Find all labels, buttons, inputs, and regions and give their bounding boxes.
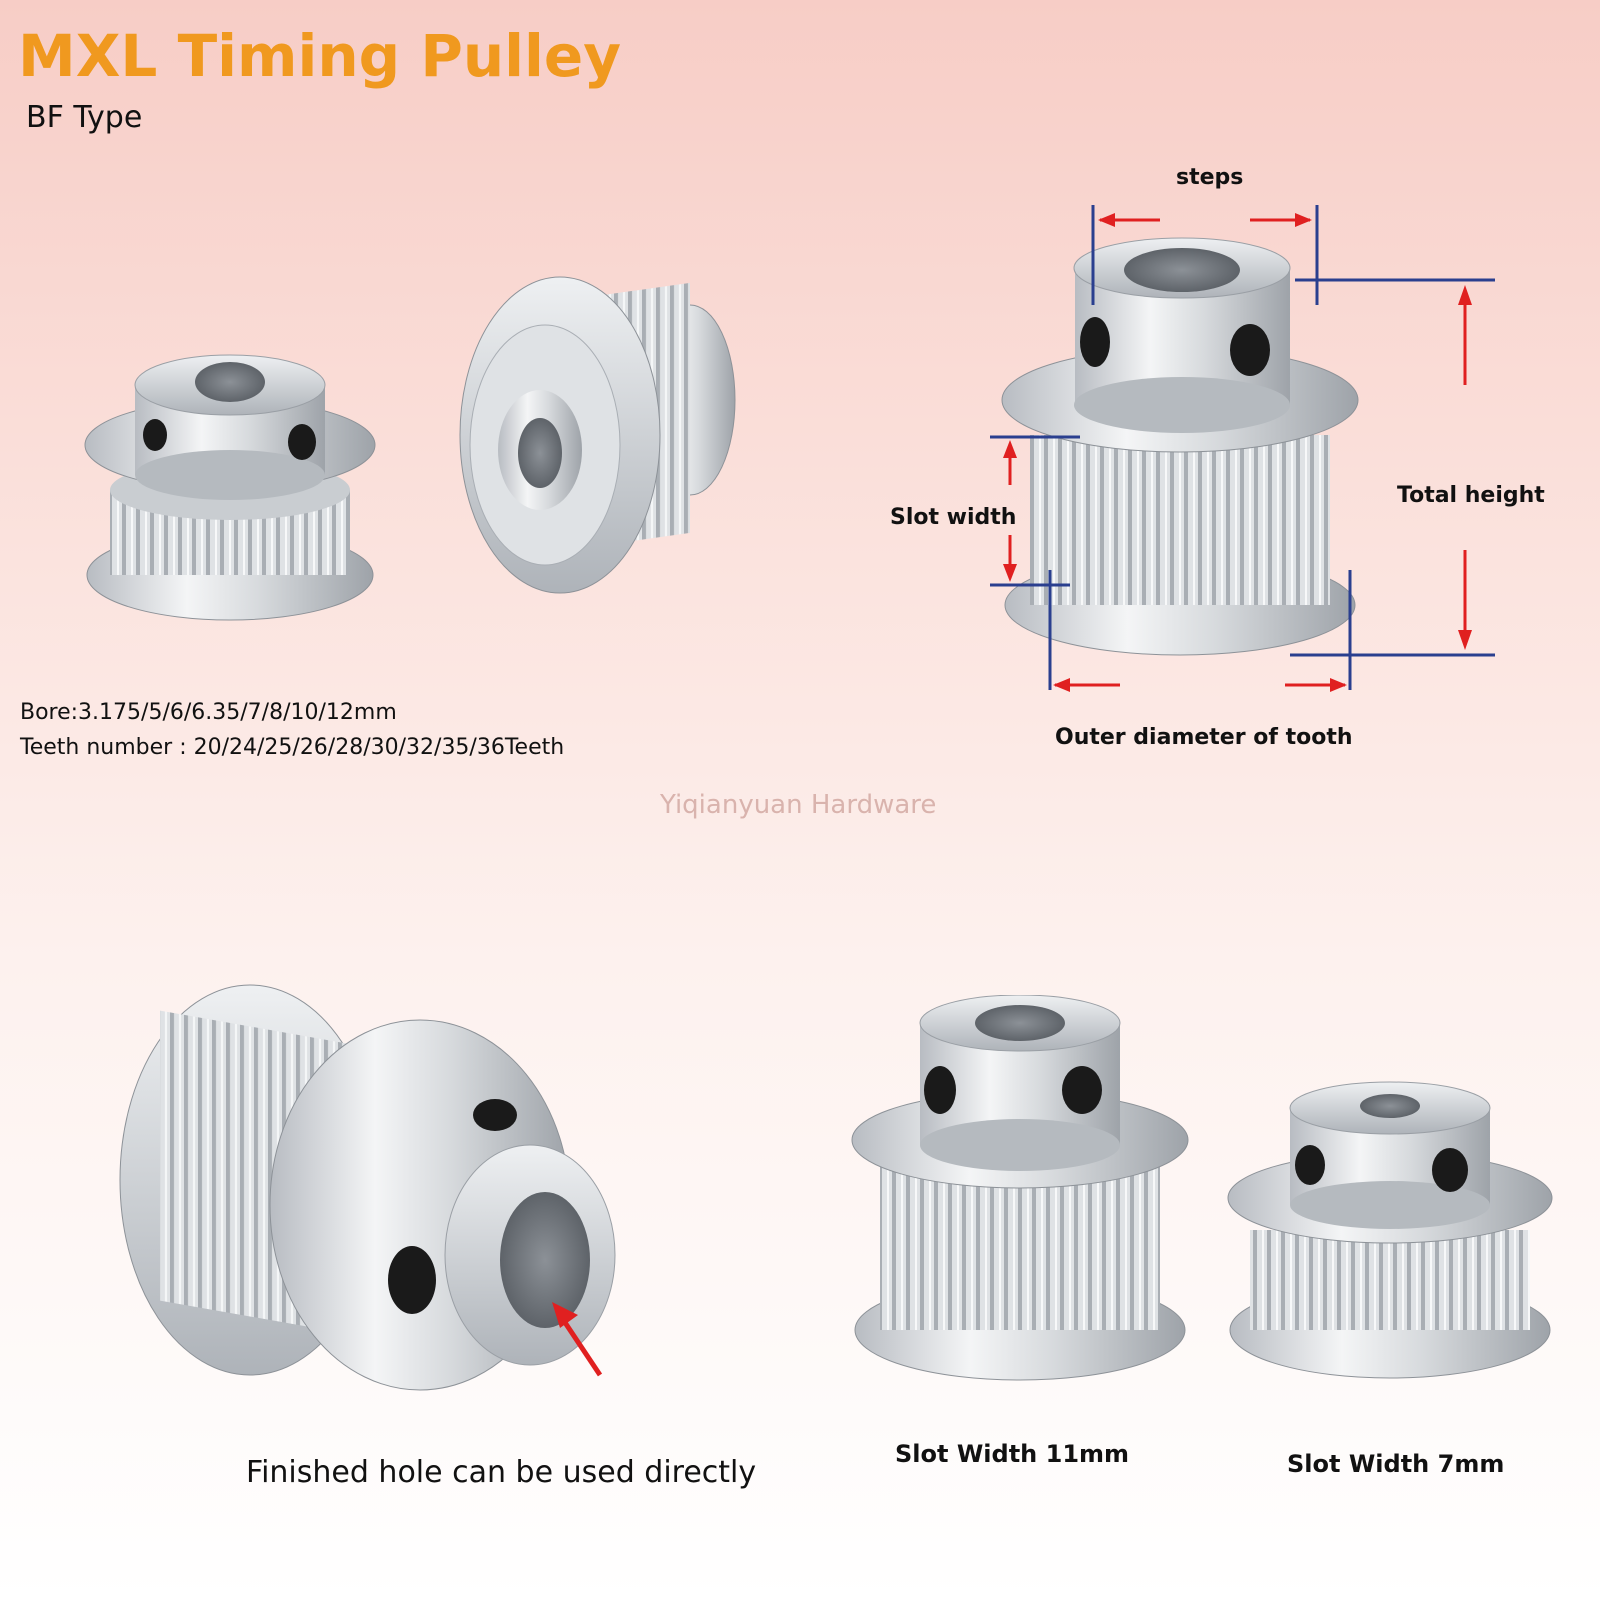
page-title: MXL Timing Pulley bbox=[18, 22, 622, 90]
pulley-photo-finished-hole bbox=[119, 984, 616, 1391]
pulley-photo-slot-7mm bbox=[1227, 1081, 1553, 1379]
dimension-diagram bbox=[990, 205, 1495, 692]
total-height-label: Total height bbox=[1397, 483, 1545, 508]
teeth-spec: Teeth number : 20/24/25/26/28/30/32/35/3… bbox=[20, 735, 565, 760]
slot-width-label: Slot width bbox=[890, 505, 1017, 530]
bore-spec: Bore:3.175/5/6/6.35/7/8/10/12mm bbox=[20, 700, 397, 725]
watermark-text: Yiqianyuan Hardware bbox=[660, 790, 937, 820]
outer-diameter-label: Outer diameter of tooth bbox=[1055, 725, 1353, 750]
slot-7mm-caption: Slot Width 7mm bbox=[1287, 1450, 1505, 1478]
pulley-photo-upright bbox=[84, 354, 376, 621]
steps-label: steps bbox=[1176, 165, 1244, 190]
slot-11mm-caption: Slot Width 11mm bbox=[895, 1440, 1130, 1468]
page-subtitle: BF Type bbox=[26, 100, 143, 135]
pulley-photo-slot-11mm bbox=[851, 995, 1189, 1381]
pulley-photo-side bbox=[459, 276, 736, 594]
finished-hole-caption: Finished hole can be used directly bbox=[246, 1455, 757, 1490]
